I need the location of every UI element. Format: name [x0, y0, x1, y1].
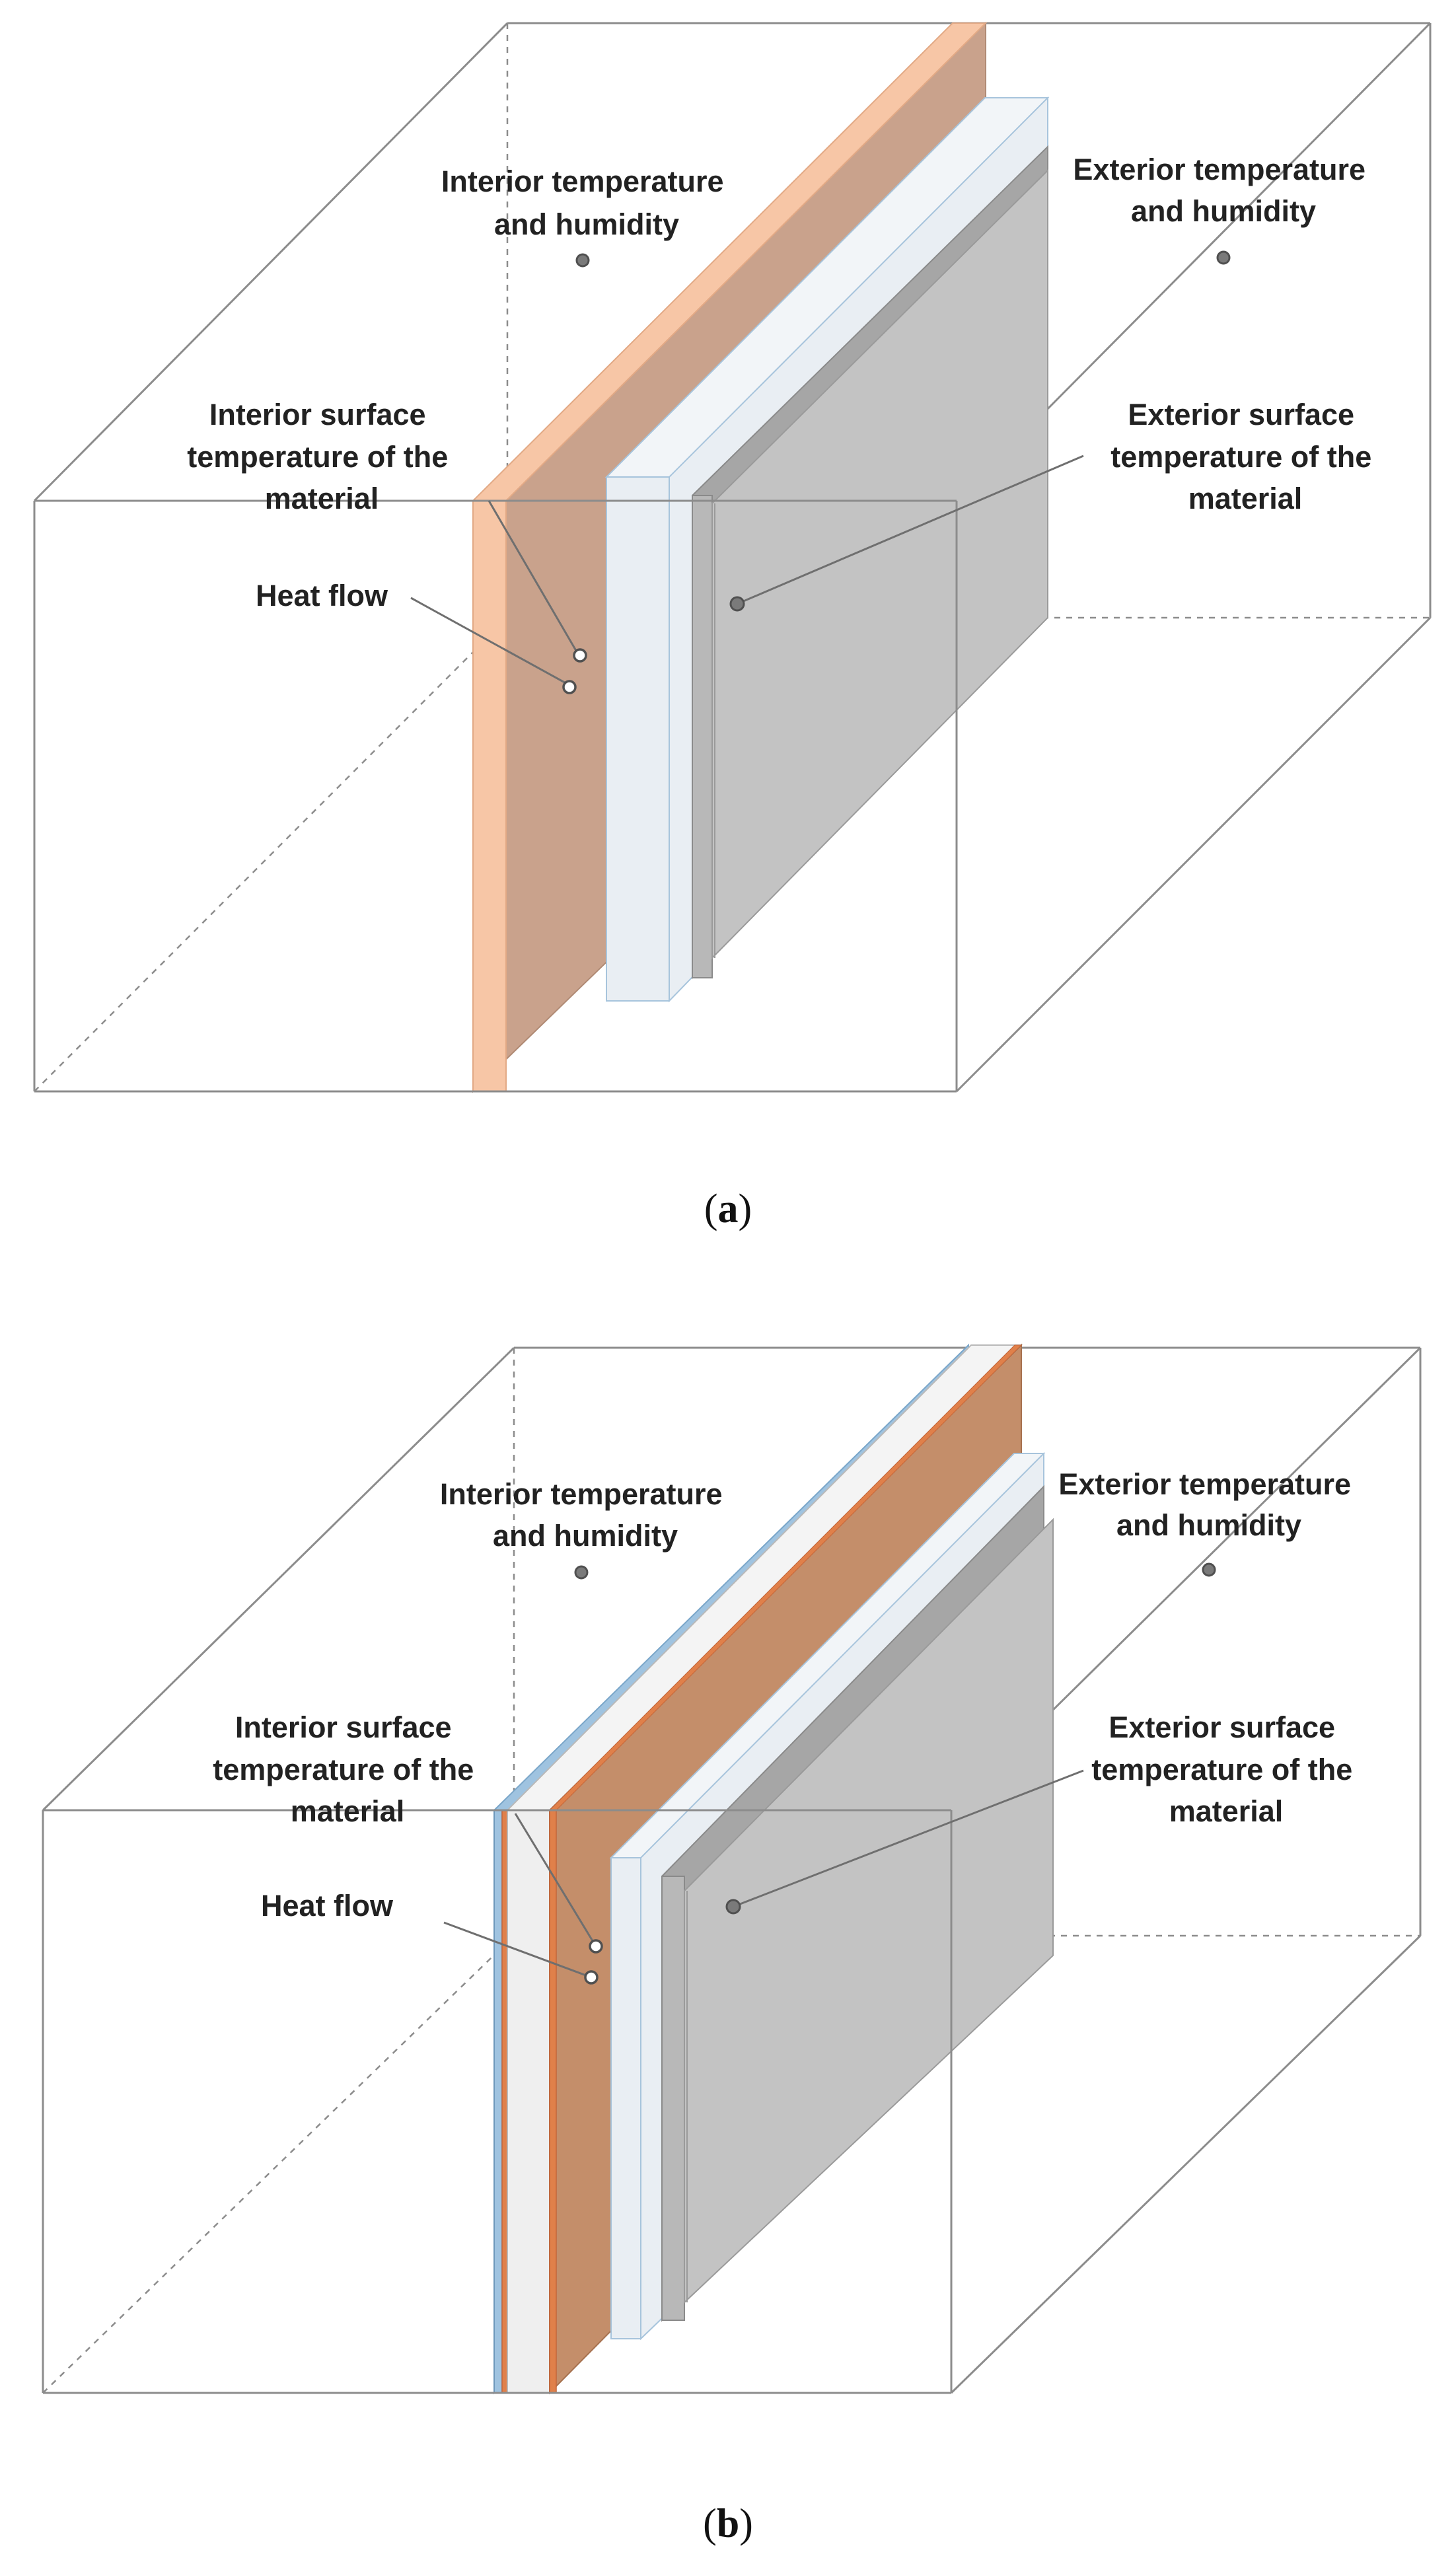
interior-surface-point-a	[573, 648, 587, 663]
room-box-front-b	[42, 1809, 953, 2394]
caption-b: (b)	[703, 2501, 753, 2546]
label-heat-flow-a: Heat flow	[256, 579, 388, 612]
wall-layer-cladding-a	[711, 168, 1048, 960]
interior-air-point-a	[575, 253, 590, 268]
label-exterior-surface-b: Exterior surface temperature of the mate…	[1091, 1710, 1361, 1828]
heat-flow-point-a	[562, 680, 577, 694]
interior-surface-point-b	[589, 1939, 603, 1954]
panel-a: Interior temperature and humidity Exteri…	[33, 21, 1432, 1231]
label-interior-surface-b: Interior surface temperature of the mate…	[213, 1710, 482, 1828]
label-exterior-surface-a: Exterior surface temperature of the mate…	[1110, 398, 1380, 515]
label-interior-air-a: Interior temperature and humidity	[441, 165, 732, 241]
label-exterior-air-a: Exterior temperature and humidity	[1073, 153, 1373, 228]
caption-a: (a)	[704, 1187, 752, 1231]
leader-lines-b	[443, 1769, 1084, 1979]
exterior-surface-point-b	[725, 1899, 741, 1915]
label-heat-flow-b: Heat flow	[261, 1889, 394, 1923]
wall-layer-vapor-b	[501, 1810, 508, 2394]
label-interior-air-b: Interior temperature and humidity	[440, 1477, 731, 1553]
room-box-front-a	[33, 499, 958, 1093]
label-interior-surface-a: Interior surface temperature of the mate…	[187, 398, 456, 515]
interior-air-point-b	[574, 1565, 589, 1580]
wall-layer-cladding-b	[684, 1518, 1054, 2304]
exterior-surface-point-a	[729, 596, 745, 612]
heat-flow-point-b	[584, 1970, 599, 1985]
panel-b: Interior temperature and humidity Exteri…	[42, 1343, 1422, 2546]
label-exterior-air-b: Exterior temperature and humidity	[1058, 1467, 1359, 1542]
exterior-air-point-b	[1202, 1562, 1216, 1577]
exterior-air-point-a	[1216, 250, 1231, 265]
leader-lines-a	[410, 455, 1084, 686]
